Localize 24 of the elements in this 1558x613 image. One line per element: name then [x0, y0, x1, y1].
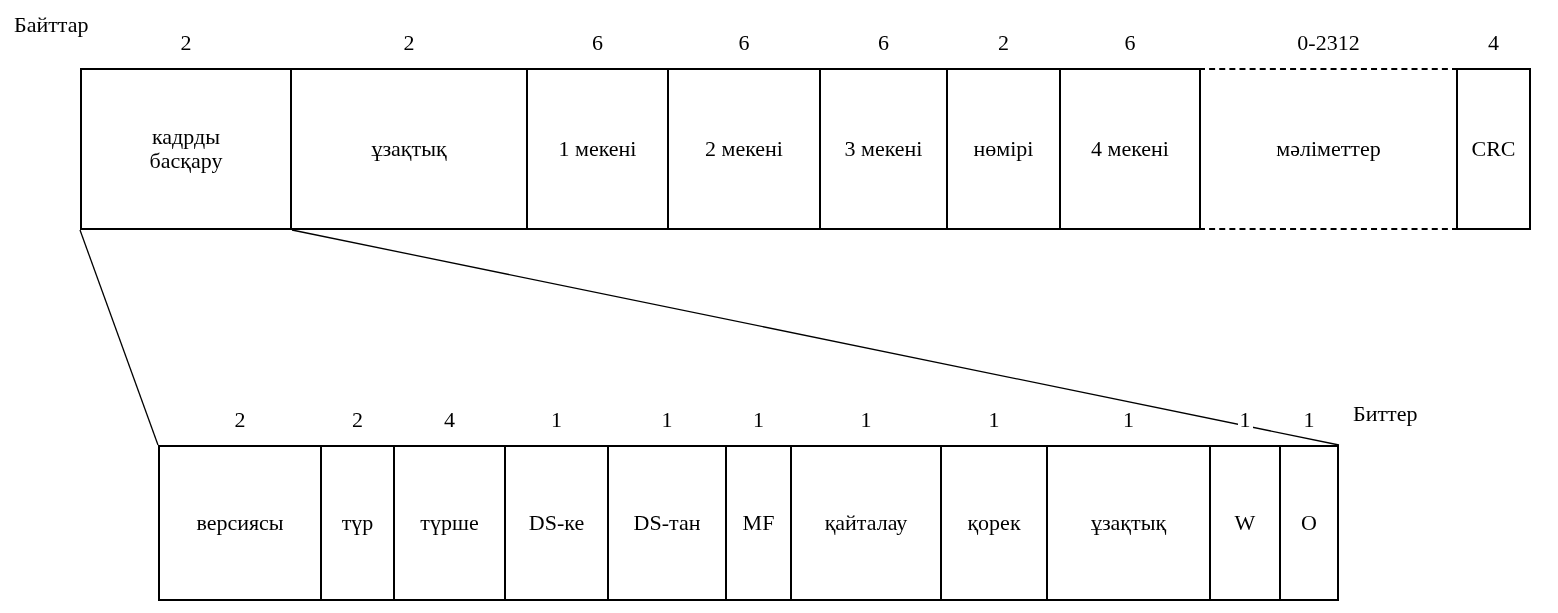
- field-name: CRC: [1471, 136, 1516, 162]
- expansion-line: [291, 229, 1340, 446]
- field-name: DS-ке: [528, 510, 585, 536]
- unit-label: Байттар: [14, 14, 89, 36]
- field-name: ұзақтық: [1090, 510, 1167, 536]
- field-name: қорек: [967, 510, 1021, 536]
- field-name: нөмірі: [973, 136, 1034, 162]
- field-name: MF: [742, 510, 775, 536]
- unit-label: Биттер: [1353, 403, 1418, 425]
- field-name: ұзақтық: [371, 136, 447, 162]
- expansion-line: [79, 229, 159, 446]
- field-name: 1 мекені: [558, 136, 637, 162]
- field-name: O: [1301, 510, 1317, 536]
- field-name: DS-тан: [633, 510, 701, 536]
- field-name: W: [1234, 510, 1256, 536]
- field-name: 3 мекені: [844, 136, 923, 162]
- field-name: қайталау: [824, 510, 908, 536]
- field-name: мәліметтер: [1276, 136, 1381, 162]
- field-name: түрше: [420, 510, 479, 536]
- field-name: версиясы: [196, 510, 284, 536]
- field-name: 2 мекені: [705, 136, 783, 162]
- field-name: 4 мекені: [1091, 136, 1169, 162]
- field-name: түр: [341, 510, 374, 536]
- field-name: кадрды басқару: [148, 124, 224, 174]
